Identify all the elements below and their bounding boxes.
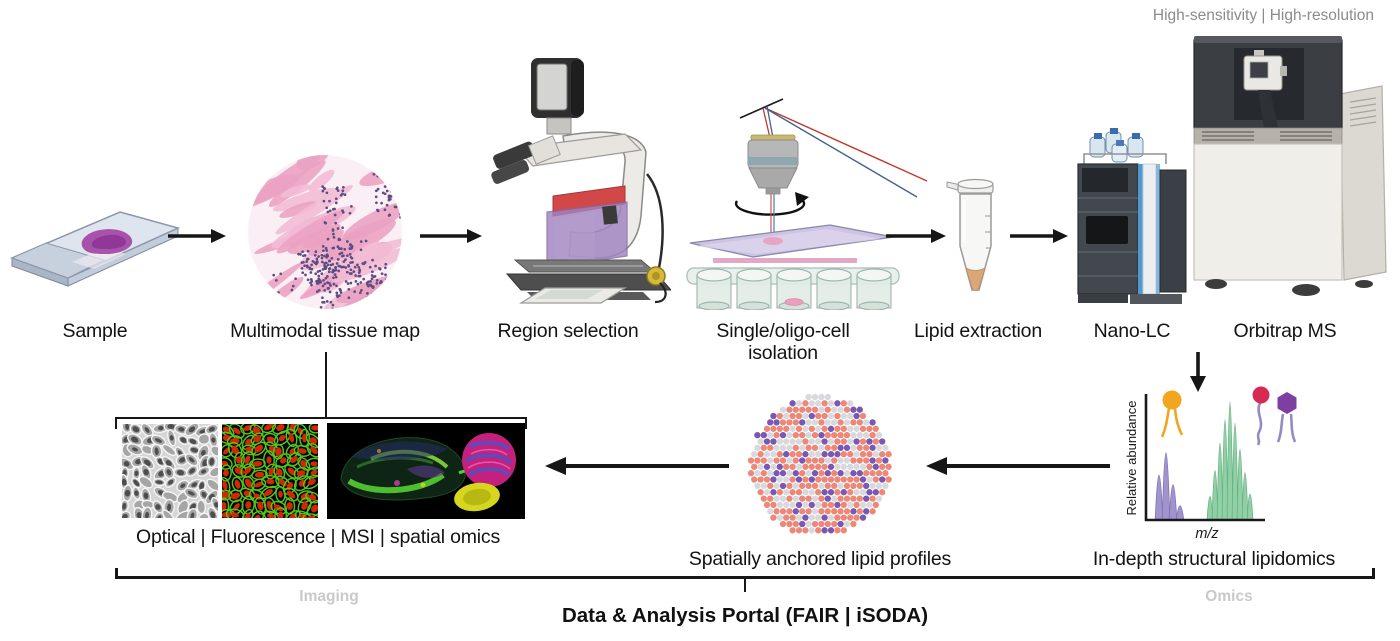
arrow-right-3 <box>886 229 946 243</box>
lipid-extraction-tube-icon <box>946 178 994 291</box>
sample-slide-icon <box>9 211 181 287</box>
label-spatial: Spatially anchored lipid profiles <box>688 548 952 570</box>
lipid-orange-icon <box>1160 390 1184 438</box>
arrow-right-1 <box>168 229 226 243</box>
spatial-lipid-map-icon <box>747 393 892 534</box>
fluorescence-image <box>222 424 318 518</box>
label-isolation-line2: isolation <box>748 341 818 364</box>
tissue-map-icon <box>248 155 402 309</box>
nano-lc-icon <box>1077 128 1187 304</box>
section-label-imaging: Imaging <box>299 588 359 605</box>
tagline: High-sensitivity | High-resolution <box>1152 7 1374 24</box>
label-tissue-map: Multimodal tissue map <box>230 320 420 342</box>
label-sample: Sample <box>62 320 128 342</box>
arrow-left-1 <box>545 457 729 475</box>
tissue-map-connector-line <box>325 352 327 418</box>
label-orbitrap: Orbitrap MS <box>1233 320 1337 342</box>
label-isolation: Single/oligo-cell isolation <box>716 320 850 365</box>
section-label-omics: Omics <box>1205 588 1253 605</box>
arrow-left-2 <box>926 457 1110 475</box>
portal-bracket-left-tick <box>115 568 118 578</box>
lipid-hexagon-icon <box>1276 392 1297 443</box>
label-nano-lc: Nano-LC <box>1093 320 1171 342</box>
lipid-red-icon <box>1252 386 1270 446</box>
arrow-down <box>1190 352 1206 392</box>
msi-brain-image <box>327 423 525 519</box>
portal-title: Data & Analysis Portal (FAIR | iSODA) <box>561 604 929 627</box>
label-lipid-extraction: Lipid extraction <box>914 320 1042 342</box>
arrow-right-2 <box>420 229 482 243</box>
optical-microscopy-image <box>122 424 218 518</box>
portal-bracket <box>115 576 1375 579</box>
imaging-caption: Optical | Fluorescence | MSI | spatial o… <box>135 526 501 548</box>
label-isolation-line1: Single/oligo-cell <box>716 320 850 342</box>
arrow-right-4 <box>1010 229 1068 243</box>
cell-isolation-icon <box>686 98 928 310</box>
orbitrap-ms-icon <box>1193 36 1387 296</box>
imaging-bracket <box>115 417 527 419</box>
microscope-icon <box>491 58 671 304</box>
y-axis-label: Relative abundance <box>1125 401 1139 516</box>
portal-bracket-center-tick <box>744 578 746 592</box>
label-lipidomics: In-depth structural lipidomics <box>1092 548 1336 570</box>
imaging-bracket-left-tick <box>115 417 117 429</box>
imaging-bracket-right-tick <box>525 417 527 429</box>
label-region: Region selection <box>497 320 639 342</box>
mass-spectrum-chart: Relative abundance m/z <box>1125 386 1297 542</box>
portal-bracket-right-tick <box>1372 568 1375 578</box>
x-axis-label: m/z <box>1195 526 1219 542</box>
